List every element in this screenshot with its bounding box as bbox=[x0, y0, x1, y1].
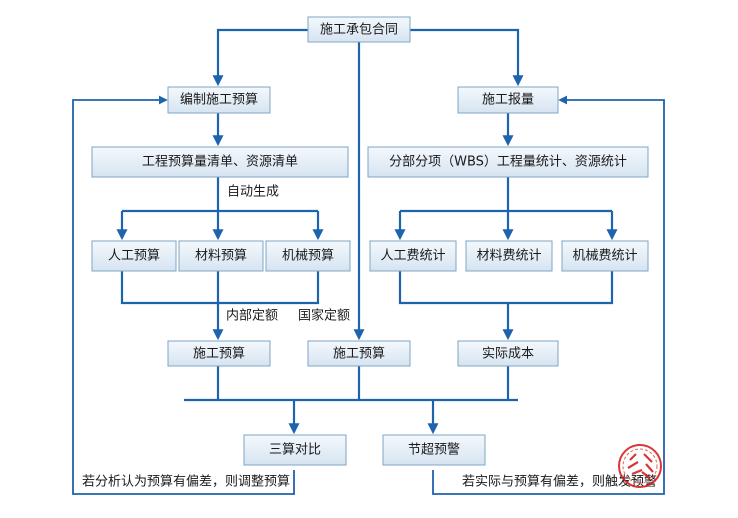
box-construction-quote: 施工报量 bbox=[457, 86, 559, 114]
line-right-merge bbox=[398, 271, 614, 305]
box-material-cost: 材料费统计 bbox=[465, 240, 553, 272]
box-three-compare-label: 三算对比 bbox=[269, 443, 321, 458]
box-machine-cost: 机械费统计 bbox=[561, 240, 649, 272]
seal-stamp bbox=[618, 444, 662, 488]
box-wbs-stats: 分部分项（WBS）工程量统计、资源统计 bbox=[367, 146, 649, 178]
label-feedback-right: 若实际与预算有偏差，则触发预警 bbox=[462, 474, 657, 490]
label-auto-generate: 自动生成 bbox=[227, 185, 279, 200]
box-contract-label: 施工承包合同 bbox=[320, 23, 398, 38]
box-material-budget-label: 材料预算 bbox=[195, 249, 247, 264]
box-budget-list: 工程预算量清单、资源清单 bbox=[91, 146, 349, 178]
box-actual-cost: 实际成本 bbox=[457, 340, 559, 367]
label-national-quota: 国家定额 bbox=[298, 308, 350, 324]
box-compile-budget-label: 编制施工预算 bbox=[180, 93, 258, 108]
box-labor-budget: 人工预算 bbox=[91, 240, 177, 272]
box-contract: 施工承包合同 bbox=[307, 16, 411, 43]
box-three-compare: 三算对比 bbox=[243, 434, 347, 466]
feedback-left-loop bbox=[72, 95, 295, 495]
box-construction-budget-1-label: 施工预算 bbox=[193, 347, 245, 362]
label-internal-quota: 内部定额 bbox=[226, 308, 278, 324]
label-feedback-left: 若分析认为预算有偏差，则调整预算 bbox=[82, 474, 290, 490]
box-labor-budget-label: 人工预算 bbox=[108, 249, 160, 264]
box-budget-list-label: 工程预算量清单、资源清单 bbox=[142, 155, 298, 170]
box-machine-cost-label: 机械费统计 bbox=[572, 249, 637, 264]
box-machine-budget-label: 机械预算 bbox=[282, 249, 334, 264]
feedback-right-loop bbox=[432, 95, 665, 495]
line-left-merge bbox=[120, 271, 320, 305]
box-construction-budget-2: 施工预算 bbox=[307, 340, 411, 367]
box-actual-cost-label: 实际成本 bbox=[482, 347, 534, 362]
box-compile-budget: 编制施工预算 bbox=[167, 86, 271, 114]
box-wbs-stats-label: 分部分项（WBS）工程量统计、资源统计 bbox=[389, 155, 627, 170]
box-material-cost-label: 材料费统计 bbox=[476, 249, 541, 264]
box-construction-quote-label: 施工报量 bbox=[482, 93, 534, 108]
box-labor-cost: 人工费统计 bbox=[369, 240, 457, 272]
box-construction-budget-2-label: 施工预算 bbox=[333, 347, 385, 362]
box-overrun-warning: 节超预警 bbox=[382, 434, 486, 466]
box-construction-budget-1: 施工预算 bbox=[167, 340, 271, 367]
connectors bbox=[72, 28, 665, 495]
arrow-contract-to-compile bbox=[212, 28, 308, 87]
arrow-contract-to-quote bbox=[410, 28, 524, 87]
box-overrun-warning-label: 节超预警 bbox=[408, 442, 460, 458]
box-machine-budget: 机械预算 bbox=[265, 240, 351, 272]
box-material-budget: 材料预算 bbox=[178, 240, 264, 272]
box-labor-cost-label: 人工费统计 bbox=[380, 249, 445, 264]
